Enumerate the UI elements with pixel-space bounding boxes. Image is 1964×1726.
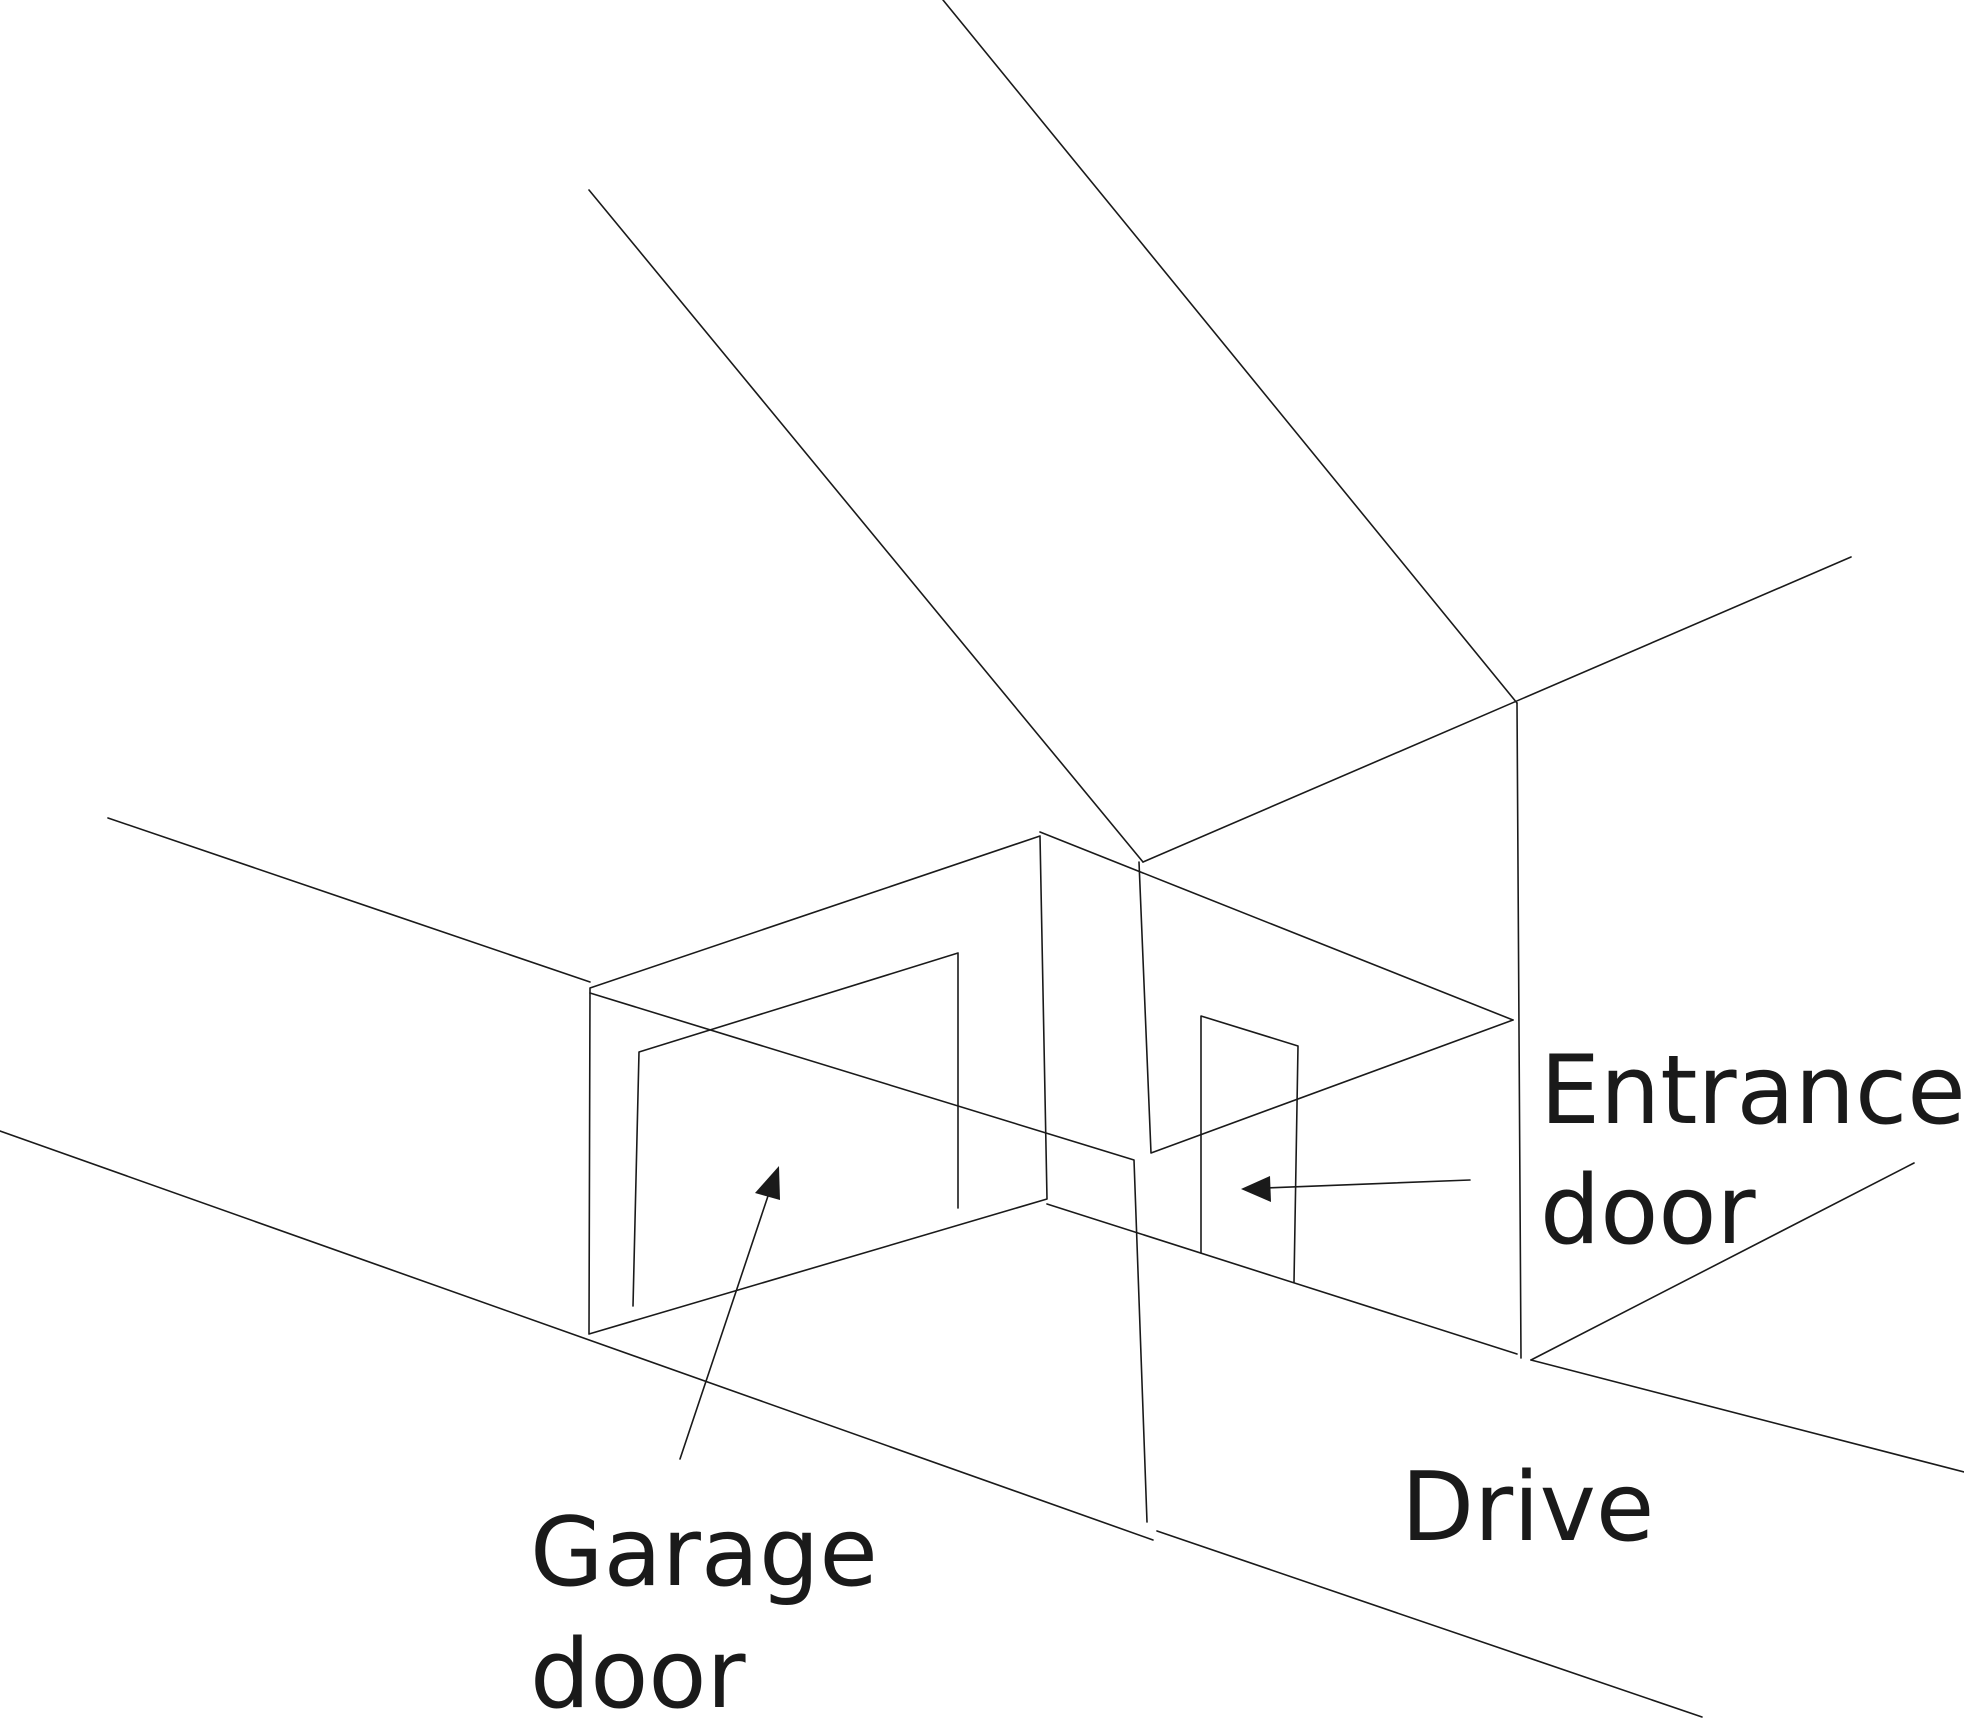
drive-edge-right [1530,1359,1964,1473]
garage-door-outline [632,952,959,1307]
labels: Entrance door Drive Garage door [530,1036,1964,1726]
entrance-door-outline [1200,1015,1299,1283]
roof-eave-right [1142,556,1852,863]
porch-outline [1138,861,1514,1154]
house-base-line [1046,1203,1518,1355]
roof-ridge-left [588,189,1144,863]
pointer-arrows [679,1166,1471,1460]
ground-lines [0,817,1964,1718]
drive-label: Drive [1401,1453,1654,1563]
garage-roof-line [589,992,1148,1523]
garage-door-label-line2: door [530,1620,747,1721]
house-front [1046,702,1522,1359]
entrance-arrow-line [1264,1179,1471,1189]
garage-arrow-head [755,1166,780,1200]
road-edge-bottom [1156,1530,1703,1718]
wall-top-left-extension [107,817,591,983]
garage-arrow-line [679,1189,771,1460]
garage-block [588,831,1514,1523]
entrance-door-label-line1: Entrance [1540,1036,1964,1146]
garage-door-label-line1: Garage [530,1498,878,1608]
entrance-arrow-head [1241,1176,1271,1202]
roof-ridge-right [942,0,1518,704]
entrance-door-label-line2: door [1540,1156,1757,1266]
roof-lines [588,0,1852,863]
front-ground-line [0,1130,1154,1541]
drive-edge-diagonal [1530,1162,1915,1361]
garage-roof-side [1039,831,1514,1021]
garage-front-face [588,835,1048,1335]
house-corner-right [1516,702,1522,1359]
